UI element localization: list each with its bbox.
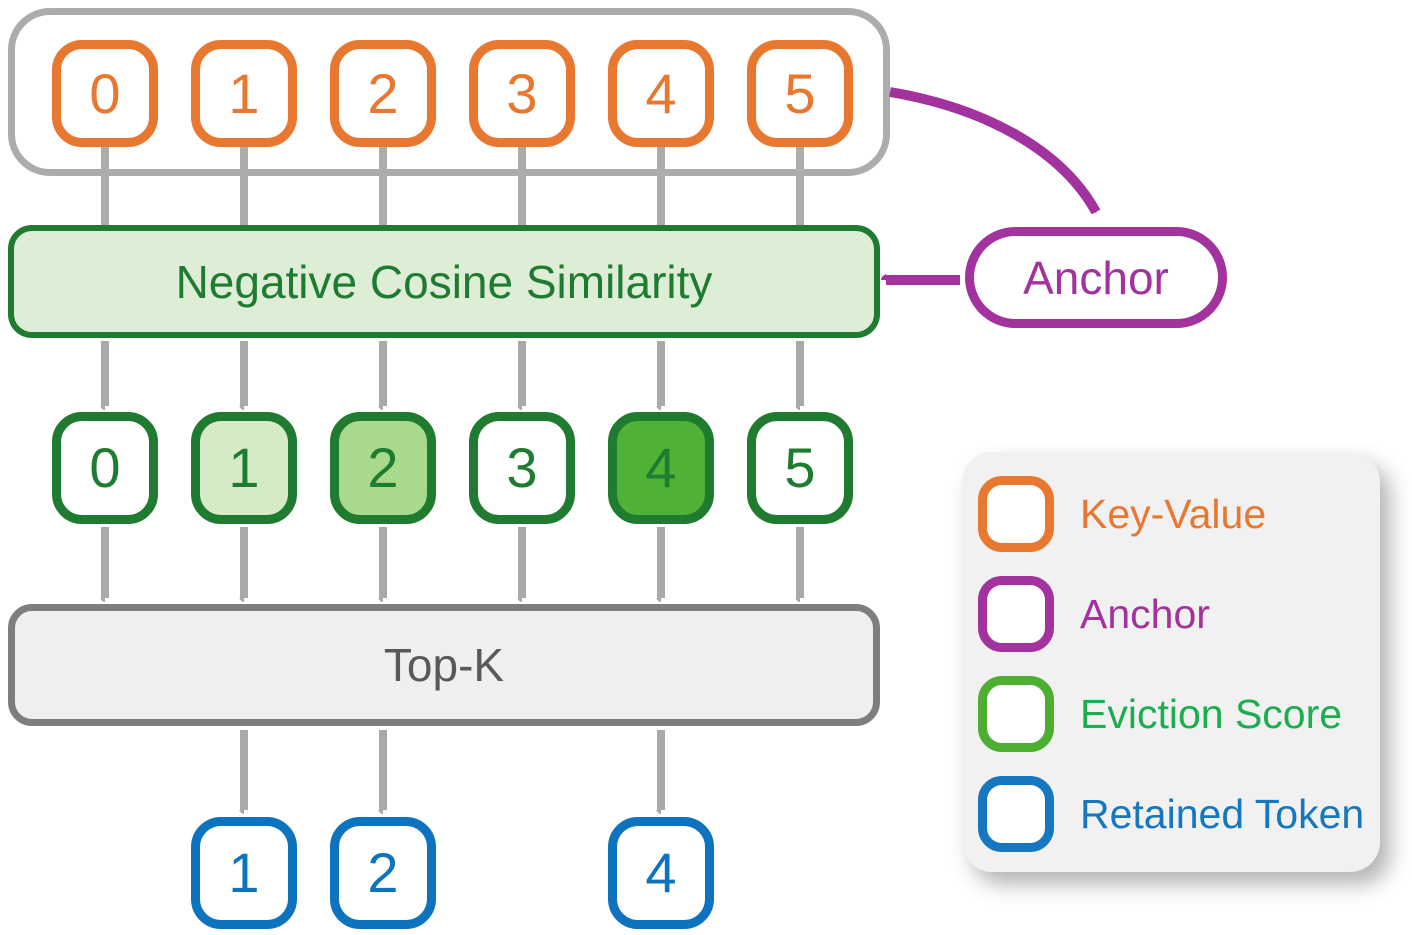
similarity-to-score-arrows	[105, 341, 804, 406]
topk-to-retained-arrows	[244, 730, 665, 810]
retained-token-4: 4	[608, 817, 714, 929]
score-token-3: 3	[469, 412, 575, 524]
score-token-2: 2	[330, 412, 436, 524]
anchor-box: Anchor	[965, 227, 1227, 328]
key-value-swatch-icon	[978, 476, 1054, 552]
kv-to-anchor-curve-arrow	[889, 87, 1101, 215]
anchor-swatch-icon	[978, 576, 1054, 652]
kv-token-1: 1	[191, 40, 297, 147]
retained-token-1: 1	[191, 817, 297, 929]
legend-label: Key-Value	[1080, 490, 1267, 537]
score-to-topk-arrows	[105, 527, 804, 598]
legend-label: Retained Token	[1080, 790, 1365, 837]
kv-token-5: 5	[747, 40, 853, 147]
kv-token-3: 3	[469, 40, 575, 147]
legend-panel: Key-Value Anchor Eviction Score Retained…	[962, 452, 1380, 872]
score-token-0: 0	[52, 412, 158, 524]
retained-token-swatch-icon	[978, 776, 1054, 852]
retained-token-2: 2	[330, 817, 436, 929]
topk-box: Top-K	[8, 604, 880, 726]
kv-token-4: 4	[608, 40, 714, 147]
legend-item-retained-token: Retained Token	[962, 776, 1380, 852]
legend-label: Anchor	[1080, 590, 1210, 637]
eviction-score-swatch-icon	[978, 676, 1054, 752]
kv-to-similarity-connectors	[101, 147, 804, 230]
legend-item-eviction-score: Eviction Score	[962, 676, 1380, 752]
legend-item-anchor: Anchor	[962, 576, 1380, 652]
kv-token-0: 0	[52, 40, 158, 147]
negative-cosine-similarity-box: Negative Cosine Similarity	[8, 225, 880, 338]
score-token-5: 5	[747, 412, 853, 524]
score-token-1: 1	[191, 412, 297, 524]
legend-label: Eviction Score	[1080, 690, 1343, 737]
kv-token-2: 2	[330, 40, 436, 147]
legend-item-key-value: Key-Value	[962, 476, 1380, 552]
score-token-4: 4	[608, 412, 714, 524]
